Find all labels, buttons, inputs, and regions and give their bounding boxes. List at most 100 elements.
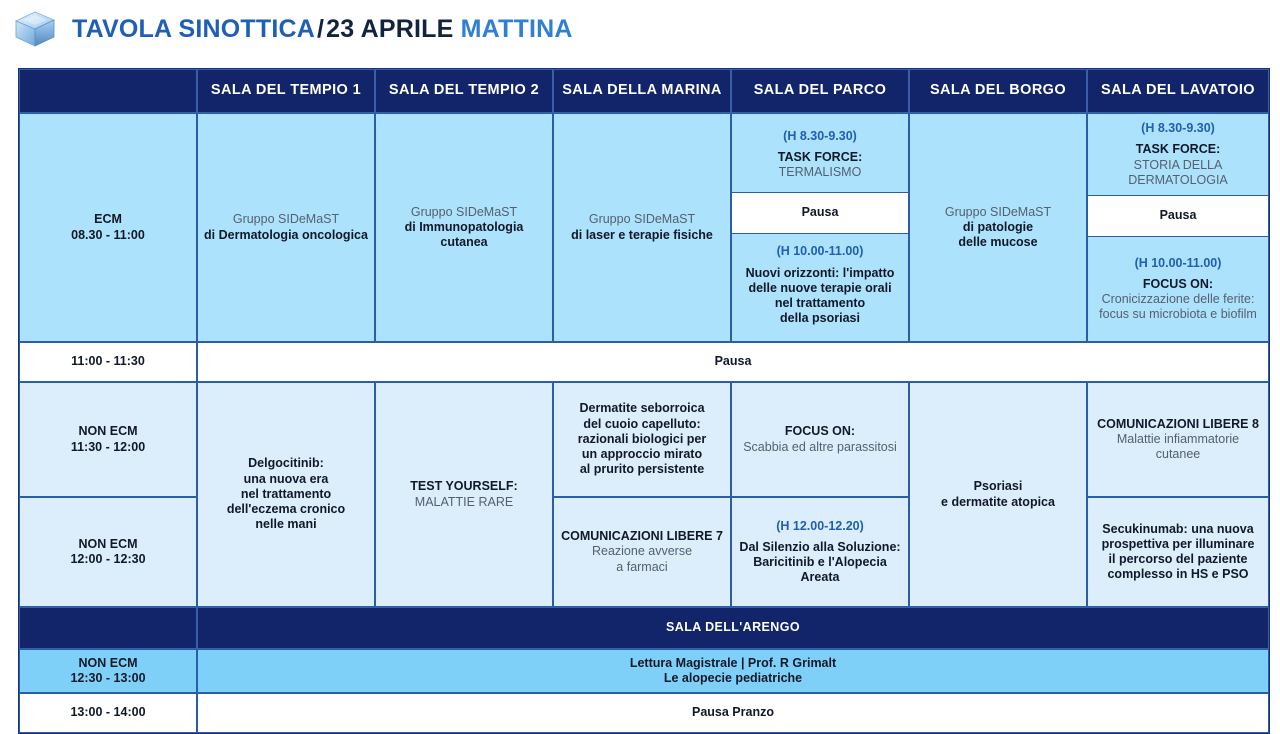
session-line-1: Dal Silenzio alla Soluzione: bbox=[739, 539, 901, 554]
time-type: NON ECM bbox=[78, 655, 138, 670]
session-title: FOCUS ON: bbox=[1142, 276, 1214, 291]
session-line-2: e dermatite atopica bbox=[941, 494, 1055, 509]
parco-pausa-cell: Pausa bbox=[732, 192, 908, 234]
session-subtitle-line1: Malattie infiammatorie bbox=[1116, 431, 1240, 446]
session-hour: (H 8.30-9.30) bbox=[783, 128, 857, 143]
cell-main-label-line2: delle mucose bbox=[958, 235, 1038, 250]
cell-pre-label: Gruppo SIDeMaST bbox=[232, 212, 340, 227]
session-line-2: Baricitinib e l'Alopecia bbox=[753, 555, 887, 569]
table-row-nonecm-1200: NON ECM 12:00 - 12:30 COMUNICAZIONI LIBE… bbox=[19, 497, 1269, 607]
table-header-row: SALA DEL TEMPIO 1 SALA DEL TEMPIO 2 SALA… bbox=[19, 69, 1269, 113]
title-part-1: TAVOLA SINOTTICA bbox=[72, 14, 315, 43]
time-range: 11:00 - 11:30 bbox=[71, 354, 145, 369]
time-cell-nonecm-1230: NON ECM 12:30 - 13:00 bbox=[19, 649, 197, 693]
session-subtitle-line2: focus su microbiota e biofilm bbox=[1099, 307, 1257, 322]
time-cell-nonecm-1200: NON ECM 12:00 - 12:30 bbox=[19, 497, 197, 607]
arengo-corner bbox=[19, 607, 197, 649]
pausa-label: Pausa bbox=[1159, 208, 1197, 223]
time-cell-pausa: 11:00 - 11:30 bbox=[19, 342, 197, 382]
cell-parco-r1: (H 8.30-9.30) TASK FORCE: TERMALISMO Pau… bbox=[731, 113, 909, 342]
header-sala-del-tempio-2: SALA DEL TEMPIO 2 bbox=[375, 69, 553, 113]
table-row-arengo-header: SALA DELL'ARENGO bbox=[19, 607, 1269, 649]
cell-main-label: di Dermatologia oncologica bbox=[204, 227, 368, 242]
blue-cube-logo-icon bbox=[12, 8, 58, 50]
cell-marina-comunicazioni-7: COMUNICAZIONI LIBERE 7 Reazione avverse … bbox=[553, 497, 731, 607]
session-title: TEST YOURSELF: bbox=[410, 479, 518, 494]
session-line-3: Areata bbox=[800, 570, 840, 585]
session-subtitle: TERMALISMO bbox=[778, 165, 862, 180]
time-type: NON ECM bbox=[78, 536, 138, 551]
session-title: COMUNICAZIONI LIBERE 7 bbox=[561, 529, 723, 544]
cell-pre-label: Gruppo SIDeMaST bbox=[410, 204, 518, 219]
cell-tempio2-test-yourself: TEST YOURSELF: MALATTIE RARE bbox=[375, 382, 553, 607]
parco-session-orizzonti: (H 10.00-11.00) Nuovi orizzonti: l'impat… bbox=[732, 233, 908, 338]
session-line-2: prospettiva per illuminare bbox=[1101, 536, 1255, 551]
session-line-4: dell'eczema cronico bbox=[226, 502, 346, 517]
session-title: FOCUS ON: bbox=[784, 424, 856, 439]
time-range: 12:30 - 13:00 bbox=[70, 671, 146, 685]
page-header: TAVOLA SINOTTICA/23 APRILE MATTINA bbox=[0, 0, 1280, 50]
session-subtitle-line2: a farmaci bbox=[616, 559, 668, 574]
session-subtitle-line1: Reazione avverse bbox=[591, 544, 693, 559]
session-title: TASK FORCE: bbox=[777, 149, 863, 164]
session-line-3: il percorso del paziente bbox=[1108, 552, 1248, 566]
table-row-pausa-pranzo: 13:00 - 14:00 Pausa Pranzo bbox=[19, 693, 1269, 733]
cell-borgo-r1: Gruppo SIDeMaST di patologie delle mucos… bbox=[909, 113, 1087, 342]
session-line-1: Secukinumab: una nuova bbox=[1102, 521, 1254, 536]
time-range: 12:00 - 12:30 bbox=[70, 552, 146, 566]
header-sala-della-marina: SALA DELLA MARINA bbox=[553, 69, 731, 113]
time-type: ECM bbox=[94, 212, 122, 227]
session-hour: (H 10.00-11.00) bbox=[776, 244, 864, 259]
session-line-2: delle nuove terapie orali bbox=[748, 280, 892, 295]
session-line-2: Le alopecie pediatriche bbox=[663, 671, 803, 685]
lavatoio-session-focuson: (H 10.00-11.00) FOCUS ON: Cronicizzazion… bbox=[1088, 236, 1268, 341]
session-line-2: una nuova era bbox=[243, 471, 329, 486]
cell-marina-dermatite-seborroica: Dermatite seborroica del cuoio capelluto… bbox=[553, 382, 731, 497]
session-line-3: nel trattamento bbox=[240, 486, 332, 501]
cell-main-label: di laser e terapie fisiche bbox=[571, 227, 713, 242]
pausa-fullwidth-cell: Pausa bbox=[197, 342, 1269, 382]
cell-lavatoio-comunicazioni-8: COMUNICAZIONI LIBERE 8 Malattie infiamma… bbox=[1087, 382, 1269, 497]
cell-pre-label: Gruppo SIDeMaST bbox=[588, 212, 696, 227]
session-subtitle-line2: cutanee bbox=[1155, 447, 1201, 462]
session-line-1: Lettura Magistrale | Prof. R Grimalt bbox=[629, 655, 837, 670]
title-part-2: 23 APRILE bbox=[326, 14, 454, 43]
header-sala-del-parco: SALA DEL PARCO bbox=[731, 69, 909, 113]
session-line-5: al prurito persistente bbox=[579, 462, 705, 477]
pausa-label: Pausa bbox=[801, 204, 839, 219]
session-subtitle-line1: STORIA DELLA bbox=[1133, 157, 1223, 172]
cell-pre-label: Gruppo SIDeMaST bbox=[944, 204, 1052, 219]
session-hour: (H 10.00-11.00) bbox=[1134, 255, 1222, 270]
cell-parco-baricitinib: (H 12.00-12.20) Dal Silenzio alla Soluzi… bbox=[731, 497, 909, 607]
cell-arengo-lettura: Lettura Magistrale | Prof. R Grimalt Le … bbox=[197, 649, 1269, 693]
session-line-1: Delgocitinib: bbox=[248, 456, 324, 471]
cell-lavatoio-r1: (H 8.30-9.30) TASK FORCE: STORIA DELLA D… bbox=[1087, 113, 1269, 342]
lavatoio-session-taskforce: (H 8.30-9.30) TASK FORCE: STORIA DELLA D… bbox=[1088, 114, 1268, 196]
cell-main-label-line1: di patologie bbox=[962, 219, 1034, 234]
session-line-3: nel trattamento bbox=[774, 296, 866, 311]
session-line-1: Nuovi orizzonti: l'impatto bbox=[745, 265, 895, 280]
session-subtitle: Scabbia ed altre parassitosi bbox=[743, 439, 897, 454]
time-type: NON ECM bbox=[78, 424, 138, 439]
table-row-nonecm-1130: NON ECM 11:30 - 12:00 Delgocitinib: una … bbox=[19, 382, 1269, 607]
session-hour: (H 12.00-12.20) bbox=[776, 518, 864, 533]
header-corner bbox=[19, 69, 197, 113]
table-row-lettura-magistrale: NON ECM 12:30 - 13:00 Lettura Magistrale… bbox=[19, 649, 1269, 693]
session-line-5: nelle mani bbox=[255, 517, 317, 532]
table-row-ecm-0830: ECM 08.30 - 11:00 Gruppo SIDeMaST di Der… bbox=[19, 113, 1269, 342]
title-part-3: MATTINA bbox=[460, 14, 573, 43]
session-line-4: complesso in HS e PSO bbox=[1107, 567, 1249, 582]
time-range: 08.30 - 11:00 bbox=[71, 227, 145, 242]
title-separator: / bbox=[317, 14, 325, 43]
session-line-4: un approccio mirato bbox=[581, 447, 703, 462]
parco-subtable: (H 8.30-9.30) TASK FORCE: TERMALISMO Pau… bbox=[732, 117, 908, 338]
session-line-3: razionali biologici per bbox=[577, 431, 707, 446]
header-sala-dell-arengo: SALA DELL'ARENGO bbox=[197, 607, 1269, 649]
session-line-2: del cuoio capelluto: bbox=[583, 416, 701, 431]
cell-pausa-pranzo: Pausa Pranzo bbox=[197, 693, 1269, 733]
session-line-4: della psoriasi bbox=[780, 311, 860, 326]
schedule-table: SALA DEL TEMPIO 1 SALA DEL TEMPIO 2 SALA… bbox=[18, 68, 1270, 734]
session-hour: (H 8.30-9.30) bbox=[1141, 121, 1215, 135]
lavatoio-subtable: (H 8.30-9.30) TASK FORCE: STORIA DELLA D… bbox=[1088, 114, 1268, 341]
session-line-1: Psoriasi bbox=[973, 479, 1023, 494]
